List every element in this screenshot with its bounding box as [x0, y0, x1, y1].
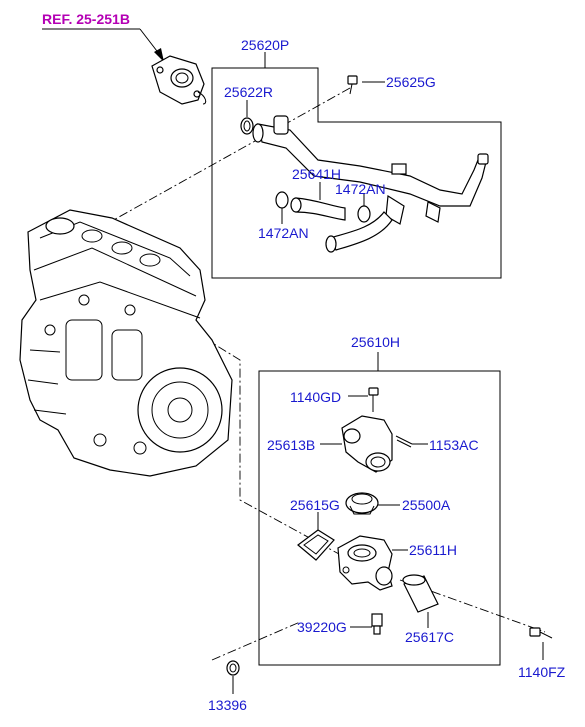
thermostat-housing-25611H [337, 535, 408, 591]
bolt-1140GD [348, 387, 379, 412]
hose-25641H [290, 182, 346, 221]
thermostat-assembly-box [258, 352, 501, 666]
engine-block [19, 209, 233, 477]
ref-arrow [42, 28, 164, 62]
part-label-1153AC[interactable]: 1153AC [429, 437, 479, 453]
thermostat-cover-25613B [320, 415, 393, 473]
bolt-1140FZ [529, 627, 553, 660]
part-label-13396[interactable]: 13396 [208, 697, 247, 713]
water-pipe-25620P [252, 115, 489, 225]
ref-label[interactable]: REF. 25-251B [42, 11, 130, 27]
part-label-25617C[interactable]: 25617C [405, 629, 455, 645]
part-label-25625G[interactable]: 25625G [386, 74, 436, 90]
part-label-25613B[interactable]: 25613B [267, 437, 316, 453]
part-label-1140GD[interactable]: 1140GD [290, 389, 342, 405]
stud-1153AC [395, 435, 428, 448]
part-label-25610H[interactable]: 25610H [351, 334, 401, 350]
ref-water-outlet-part [151, 55, 207, 105]
bolt-25625G [347, 75, 385, 95]
hose-clamp-1472AN-a [275, 191, 289, 224]
sensor-39220G [350, 613, 383, 635]
part-label-25622R[interactable]: 25622R [224, 84, 274, 100]
part-label-25500A[interactable]: 25500A [402, 497, 451, 513]
part-label-1472AN-a[interactable]: 1472AN [335, 181, 386, 197]
pipe-25617C [402, 574, 439, 628]
part-label-1472AN-b[interactable]: 1472AN [258, 225, 309, 241]
part-label-1140FZ[interactable]: 1140FZ [518, 664, 566, 680]
thermostat-25500A [345, 492, 400, 515]
pipe-assembly-box [211, 52, 502, 279]
elbow-pipe [325, 211, 393, 253]
part-label-39220G[interactable]: 39220G [297, 619, 347, 635]
nut-13396 [226, 660, 240, 694]
part-label-25611H[interactable]: 25611H [409, 542, 458, 558]
part-label-25615G[interactable]: 25615G [290, 497, 340, 513]
part-label-25620P[interactable]: 25620P [241, 37, 290, 53]
gasket-25615G [297, 512, 335, 561]
o-ring-25622R [240, 100, 254, 135]
hose-clamp-1472AN-b [357, 194, 371, 223]
part-label-25641H[interactable]: 25641H [292, 166, 342, 182]
